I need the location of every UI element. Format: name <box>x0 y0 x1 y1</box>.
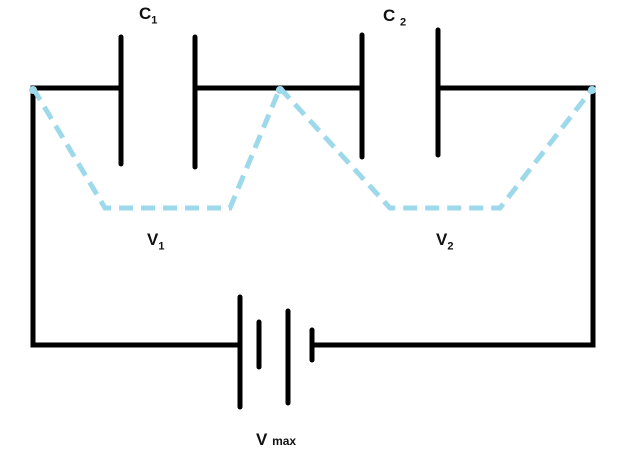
voltage-path-v1 <box>30 86 283 211</box>
label-v2: V2 <box>436 230 454 253</box>
wire-right <box>309 85 596 348</box>
node-right <box>588 86 596 94</box>
wire-left <box>30 85 243 348</box>
label-c1: C1 <box>139 4 158 27</box>
node-middle <box>276 86 284 94</box>
node-left <box>29 86 37 94</box>
label-vmax: V max <box>256 430 297 449</box>
label-v1: V1 <box>147 230 165 253</box>
label-c2: C 2 <box>383 6 407 29</box>
